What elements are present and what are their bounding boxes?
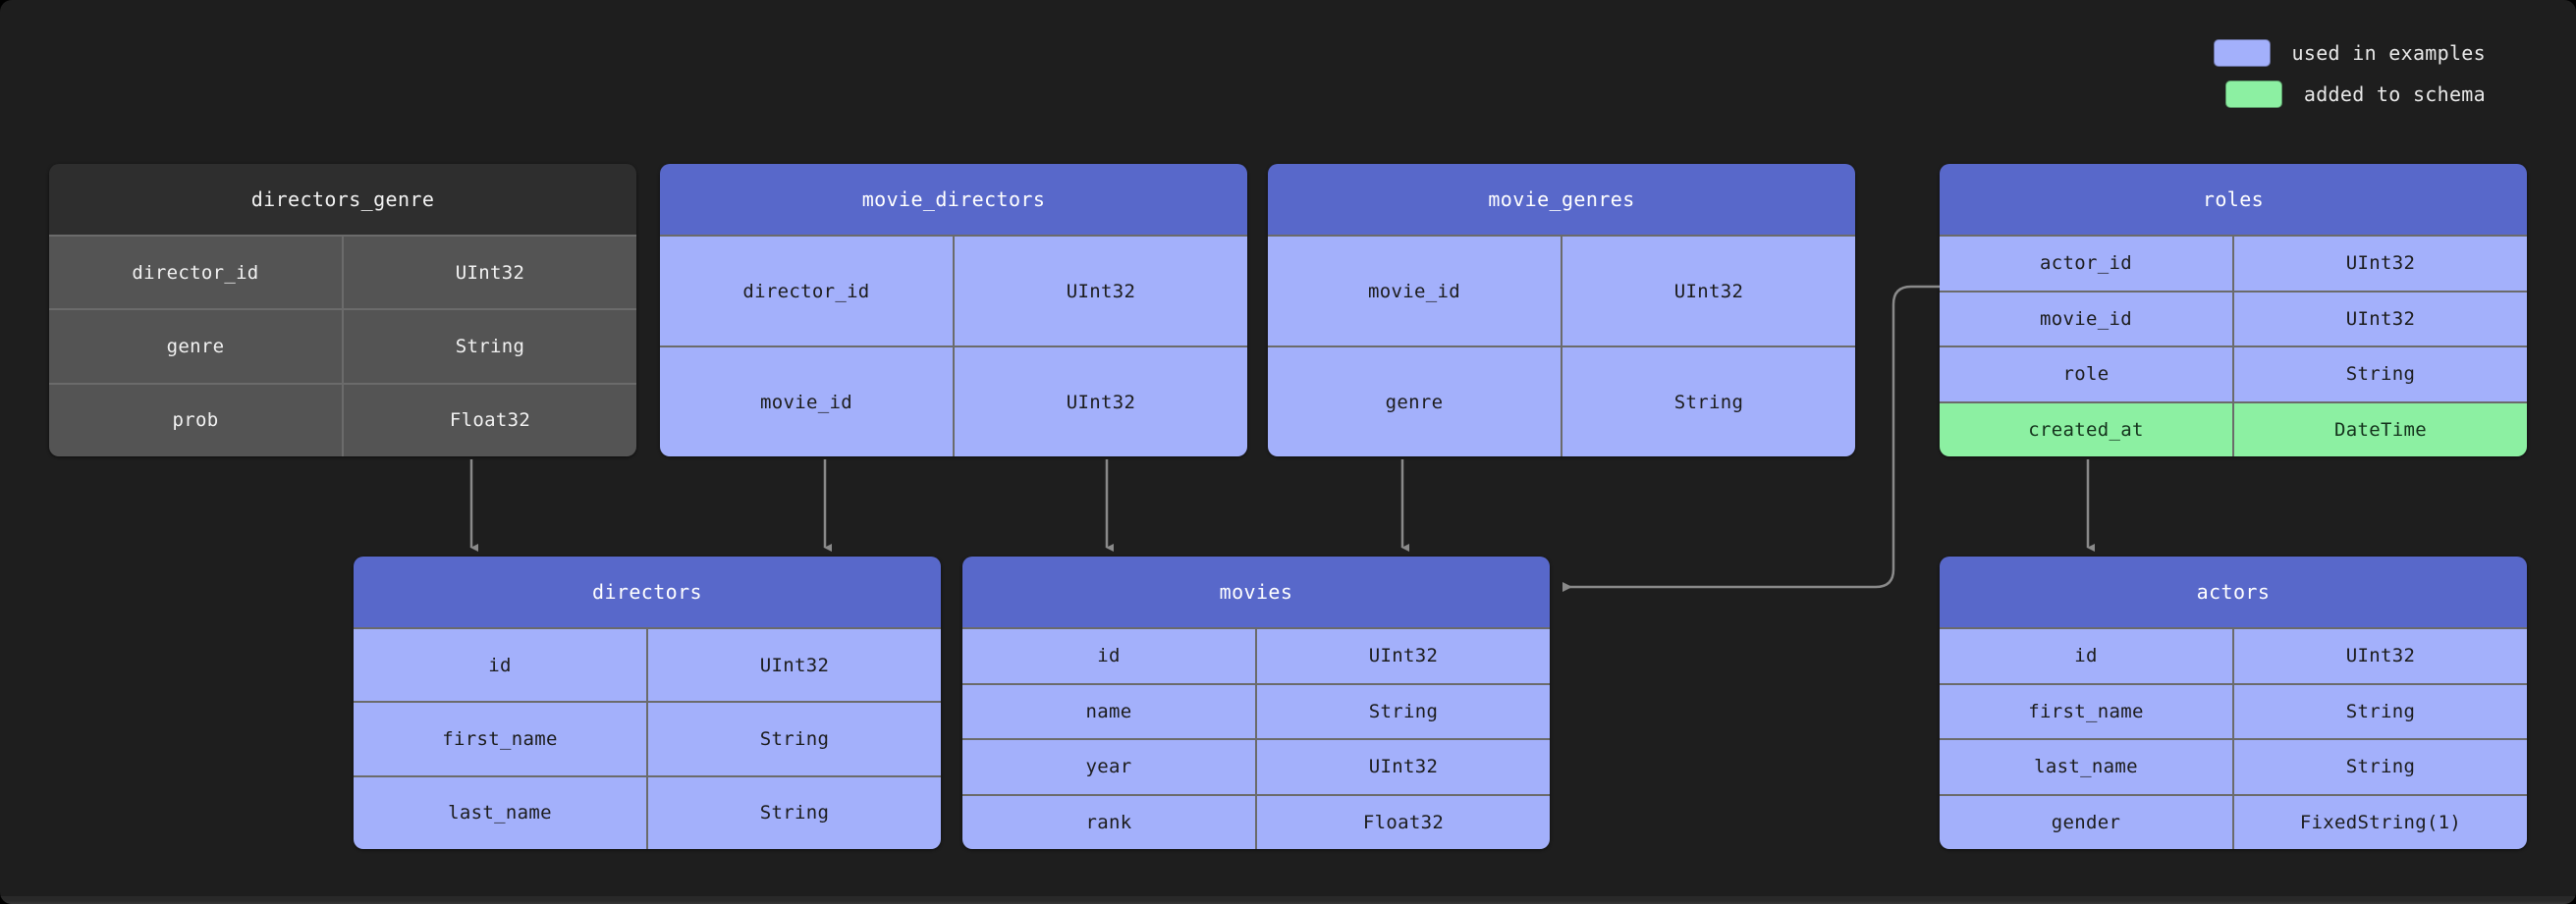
legend-swatch-added-to-schema — [2224, 80, 2282, 108]
column-name: last_name — [1940, 740, 2234, 794]
legend-swatch-used-in-examples — [2213, 39, 2271, 67]
table-row[interactable]: rank Float32 — [962, 793, 1550, 849]
table-row[interactable]: id UInt32 — [962, 627, 1550, 683]
column-name: gender — [1940, 795, 2234, 849]
column-name: director_id — [49, 237, 344, 309]
column-name: id — [354, 629, 648, 702]
column-name: rank — [962, 795, 1257, 849]
column-name: prob — [49, 384, 344, 456]
column-name: movie_id — [660, 347, 955, 456]
column-type: UInt32 — [1368, 756, 1439, 778]
table-row[interactable]: name String — [962, 682, 1550, 738]
table-row[interactable]: created_at DateTime — [1940, 400, 2527, 456]
table-title-movie_directors: movie_directors — [660, 164, 1247, 235]
legend-item-used-in-examples: used in examples — [2213, 39, 2486, 67]
column-type: String — [2345, 363, 2416, 386]
column-name: id — [1940, 629, 2234, 683]
table-row[interactable]: id UInt32 — [354, 627, 941, 702]
legend: used in examples added to schema — [2213, 39, 2486, 108]
column-name: first_name — [1940, 684, 2234, 738]
table-title-directors: directors — [354, 557, 941, 627]
table-row[interactable]: genre String — [49, 308, 636, 383]
column-type: UInt32 — [2345, 307, 2416, 330]
table-row[interactable]: movie_id UInt32 — [1940, 290, 2527, 346]
table-row[interactable]: first_name String — [354, 701, 941, 775]
table-title-directors_genre: directors_genre — [49, 164, 636, 235]
table-title-movie_genres: movie_genres — [1268, 164, 1855, 235]
column-type: String — [455, 335, 525, 357]
table-row[interactable]: last_name String — [354, 774, 941, 849]
column-name: director_id — [660, 237, 955, 346]
column-name: actor_id — [1940, 237, 2234, 291]
column-type: FixedString(1) — [2299, 811, 2462, 833]
table-title-actors: actors — [1940, 557, 2527, 627]
legend-label-used-in-examples: used in examples — [2291, 41, 2486, 65]
column-type: UInt32 — [2345, 252, 2416, 275]
table-title-movies: movies — [962, 557, 1550, 627]
table-row[interactable]: gender FixedString(1) — [1940, 793, 2527, 849]
column-type: String — [759, 727, 830, 750]
column-type: UInt32 — [2345, 645, 2416, 667]
column-name: genre — [1268, 347, 1562, 456]
column-type: UInt32 — [759, 654, 830, 676]
column-type: UInt32 — [1673, 280, 1744, 302]
table-row[interactable]: director_id UInt32 — [49, 235, 636, 309]
column-type: String — [759, 802, 830, 824]
column-name: role — [1940, 347, 2234, 401]
table-row[interactable]: first_name String — [1940, 682, 2527, 738]
table-row[interactable]: prob Float32 — [49, 382, 636, 456]
column-name: first_name — [354, 703, 648, 775]
table-row[interactable]: id UInt32 — [1940, 627, 2527, 683]
legend-label-added-to-schema: added to schema — [2303, 82, 2486, 106]
table-row[interactable]: year UInt32 — [962, 738, 1550, 794]
column-type: UInt32 — [1368, 645, 1439, 667]
column-type: UInt32 — [1066, 280, 1136, 302]
table-row[interactable]: actor_id UInt32 — [1940, 235, 2527, 291]
legend-item-added-to-schema: added to schema — [2214, 80, 2486, 108]
table-body-directors_genre: director_id UInt32 genre String prob Float32 — [49, 235, 636, 456]
column-type: DateTime — [2334, 418, 2427, 441]
column-name: id — [962, 629, 1257, 683]
table-row[interactable]: role String — [1940, 346, 2527, 401]
column-name: movie_id — [1268, 237, 1562, 346]
column-name: created_at — [1940, 402, 2234, 456]
table-title-roles: roles — [1940, 164, 2527, 235]
column-type: UInt32 — [1066, 391, 1136, 413]
column-type: String — [1673, 391, 1744, 413]
column-type: Float32 — [449, 409, 531, 432]
table-row[interactable]: last_name String — [1940, 738, 2527, 794]
table-row[interactable]: director_id UInt32 — [660, 235, 1247, 346]
table-body-movie_genres: movie_id UInt32 genre String — [1268, 235, 1855, 456]
column-name: last_name — [354, 776, 648, 849]
column-type: Float32 — [1362, 811, 1445, 833]
clipped-content-strip — [0, 896, 2576, 904]
table-row[interactable]: movie_id UInt32 — [660, 346, 1247, 456]
column-name: year — [962, 740, 1257, 794]
column-name: genre — [49, 310, 344, 383]
column-type: UInt32 — [455, 261, 525, 284]
column-name: name — [962, 684, 1257, 738]
table-row[interactable]: genre String — [1268, 346, 1855, 456]
column-type: String — [1368, 700, 1439, 722]
column-type: String — [2345, 756, 2416, 778]
column-name: movie_id — [1940, 292, 2234, 346]
table-row[interactable]: movie_id UInt32 — [1268, 235, 1855, 346]
column-type: String — [2345, 700, 2416, 722]
